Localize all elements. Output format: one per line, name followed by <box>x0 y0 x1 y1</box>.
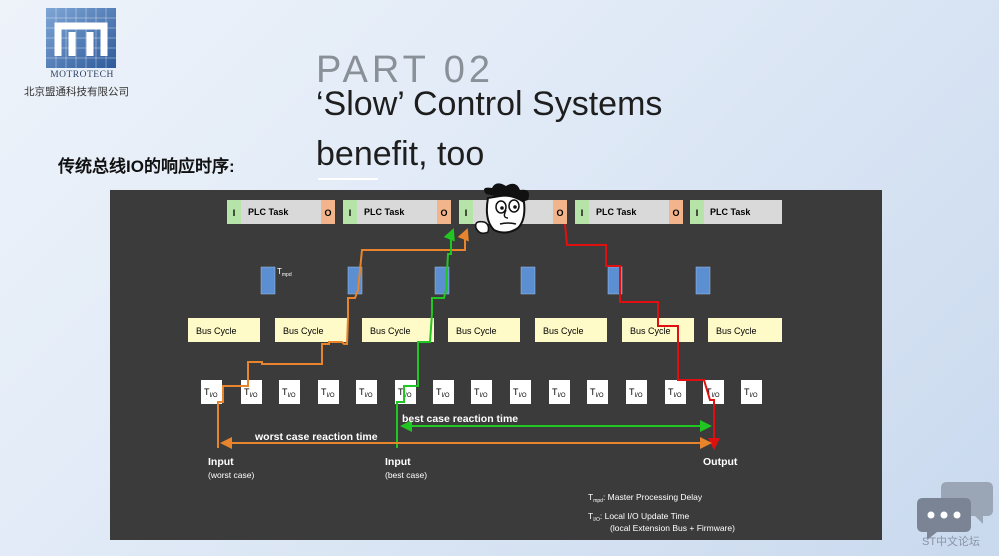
svg-text:TI/O: TI/O <box>436 387 450 399</box>
legend-tio-detail: (local Extension Bus + Firmware) <box>610 523 735 533</box>
watermark-text: ST中文论坛 <box>922 536 981 548</box>
svg-text:TI/O: TI/O <box>474 387 488 399</box>
bus-cycle-label: Bus Cycle <box>283 326 324 336</box>
best-case-path <box>396 228 455 448</box>
svg-text:TI/O: TI/O <box>629 387 643 399</box>
bus-cycle-label: Bus Cycle <box>543 326 584 336</box>
best-case-label: best case reaction time <box>402 413 518 425</box>
legend-tmpd: Tmpd: Master Processing Delay <box>588 492 703 504</box>
logo-text: MOTROTECH <box>50 70 114 80</box>
plc-input-label: I <box>349 208 352 218</box>
plc-block: I PLC Task <box>690 200 782 224</box>
cartoon-face-icon <box>474 183 529 235</box>
svg-text:TI/O: TI/O <box>398 387 412 399</box>
plc-input-label: I <box>465 208 468 218</box>
bus-cycle-label: Bus Cycle <box>370 326 411 336</box>
slide-title-line2: benefit, too <box>316 135 485 173</box>
input-best-label: Input <box>385 456 411 468</box>
plc-output-label: O <box>324 208 331 218</box>
part-label: PART 02 <box>316 49 494 91</box>
plc-task-label: PLC Task <box>596 207 637 217</box>
plc-input-label: I <box>581 208 584 218</box>
title-underline <box>318 178 378 180</box>
plc-block: I PLC Task O <box>227 200 335 224</box>
svg-text:TI/O: TI/O <box>744 387 758 399</box>
plc-block: I PLC Task O <box>343 200 451 224</box>
tmpd-label: Tmpd <box>277 267 292 278</box>
legend-tio: TI/O: Local I/O Update Time <box>588 511 689 523</box>
plc-task-label: PLC Task <box>710 207 751 217</box>
bus-cycle-label: Bus Cycle <box>716 326 757 336</box>
chat-bubbles-icon <box>917 482 993 540</box>
timing-diagram: I PLC Task O I PLC Task O I O I PLC Task… <box>110 190 882 540</box>
motrotech-logo <box>46 8 116 68</box>
svg-text:TI/O: TI/O <box>244 387 258 399</box>
plc-block: I PLC Task O <box>575 200 683 224</box>
svg-text:TI/O: TI/O <box>668 387 682 399</box>
svg-text:TI/O: TI/O <box>706 387 720 399</box>
bus-cycles: Bus Cycle Bus Cycle Bus Cycle Bus Cycle … <box>188 318 782 342</box>
plc-output-label: O <box>556 208 563 218</box>
svg-text:TI/O: TI/O <box>513 387 527 399</box>
svg-text:TI/O: TI/O <box>204 387 218 399</box>
company-name: 北京盟通科技有限公司 <box>24 86 129 98</box>
output-path <box>564 223 720 450</box>
svg-text:TI/O: TI/O <box>282 387 296 399</box>
input-best-note: (best case) <box>385 470 427 480</box>
bus-cycle-label: Bus Cycle <box>630 326 671 336</box>
svg-text:TI/O: TI/O <box>552 387 566 399</box>
svg-text:TI/O: TI/O <box>321 387 335 399</box>
slide-subtitle: 传统总线IO的响应时序: <box>58 157 235 176</box>
input-worst-note: (worst case) <box>208 470 254 480</box>
svg-text:TI/O: TI/O <box>359 387 373 399</box>
plc-task-label: PLC Task <box>364 207 405 217</box>
slide-title-line1: ‘Slow’ Control Systems <box>316 85 663 123</box>
plc-input-label: I <box>233 208 236 218</box>
plc-input-label: I <box>696 208 699 218</box>
master-processing-delay-boxes <box>260 266 711 295</box>
plc-task-label: PLC Task <box>248 207 289 217</box>
input-worst-label: Input <box>208 456 234 468</box>
worst-case-path <box>217 228 469 448</box>
worst-case-label: worst case reaction time <box>254 431 378 443</box>
bus-cycle-label: Bus Cycle <box>456 326 497 336</box>
local-io-update-boxes: TI/O TI/O TI/O TI/O TI/O TI/O TI/O TI/O … <box>201 380 762 404</box>
svg-text:TI/O: TI/O <box>590 387 604 399</box>
plc-output-label: O <box>440 208 447 218</box>
output-label: Output <box>703 456 738 468</box>
bus-cycle-label: Bus Cycle <box>196 326 237 336</box>
plc-output-label: O <box>672 208 679 218</box>
